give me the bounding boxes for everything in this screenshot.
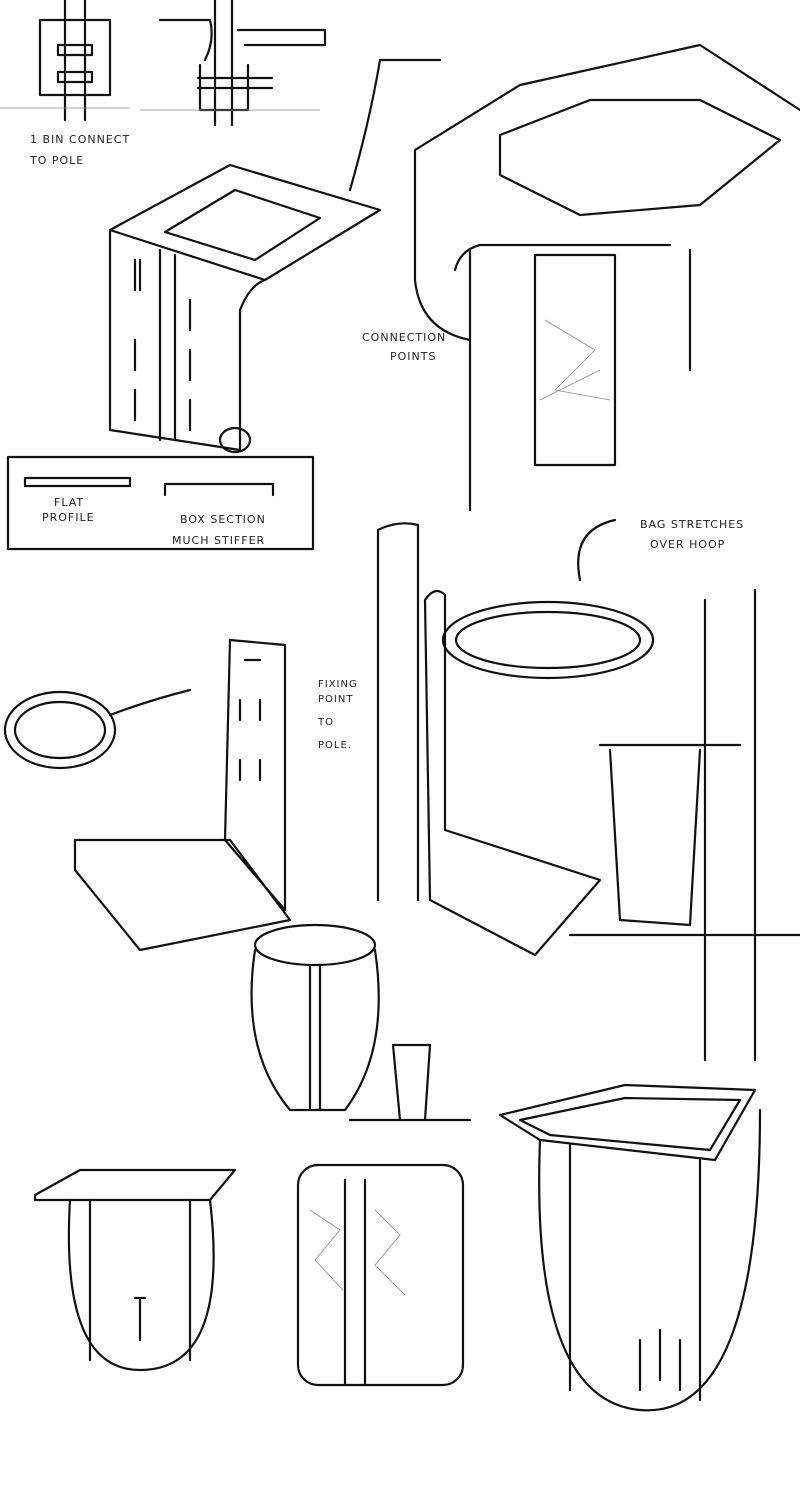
label-box-section: BOX SECTION MUCH STIFFER [172, 512, 266, 548]
label-fixing-point: FIXING POINT TO POLE. [318, 677, 358, 753]
label-bin-connect: 1 BIN CONNECT TO POLE [30, 132, 130, 168]
label-line: PROFILE [42, 511, 95, 524]
label-line: 1 BIN CONNECT [30, 133, 131, 146]
label-flat-profile: FLAT PROFILE [42, 495, 95, 525]
label-line: CONNECTION [362, 331, 447, 344]
hoop-bracket-sketch [3, 638, 292, 952]
label-line: FLAT [54, 496, 85, 509]
label-line: BOX SECTION [180, 513, 266, 526]
profile-box [6, 455, 315, 551]
bottom-right-bin-sketch [498, 1083, 762, 1412]
bin-body-sketch [108, 163, 382, 454]
pole-connect-sketch-2 [140, 0, 327, 127]
vase-bin-sketch [250, 923, 472, 1122]
label-line: POINT [318, 694, 354, 705]
pole-connect-sketch-1 [0, 0, 130, 122]
label-line: MUCH STIFFER [172, 534, 266, 547]
label-line: TO POLE [30, 154, 85, 167]
label-connection-points: CONNECTION POINTS [362, 330, 446, 364]
bottom-middle-bin-sketch [296, 1163, 465, 1387]
label-line: BAG STRETCHES [640, 518, 745, 531]
bin-closeup-sketch [348, 43, 800, 512]
label-line: FIXING [318, 679, 358, 690]
label-line: TO [318, 717, 334, 728]
label-line: POINTS [390, 350, 437, 363]
bottom-left-bin-sketch [33, 1168, 237, 1372]
label-bag-stretches: BAG STRETCHES OVER HOOP [640, 517, 744, 552]
label-line: POLE. [318, 740, 352, 751]
pole-hoop-sketch [376, 518, 800, 1062]
label-line: OVER HOOP [650, 538, 726, 551]
